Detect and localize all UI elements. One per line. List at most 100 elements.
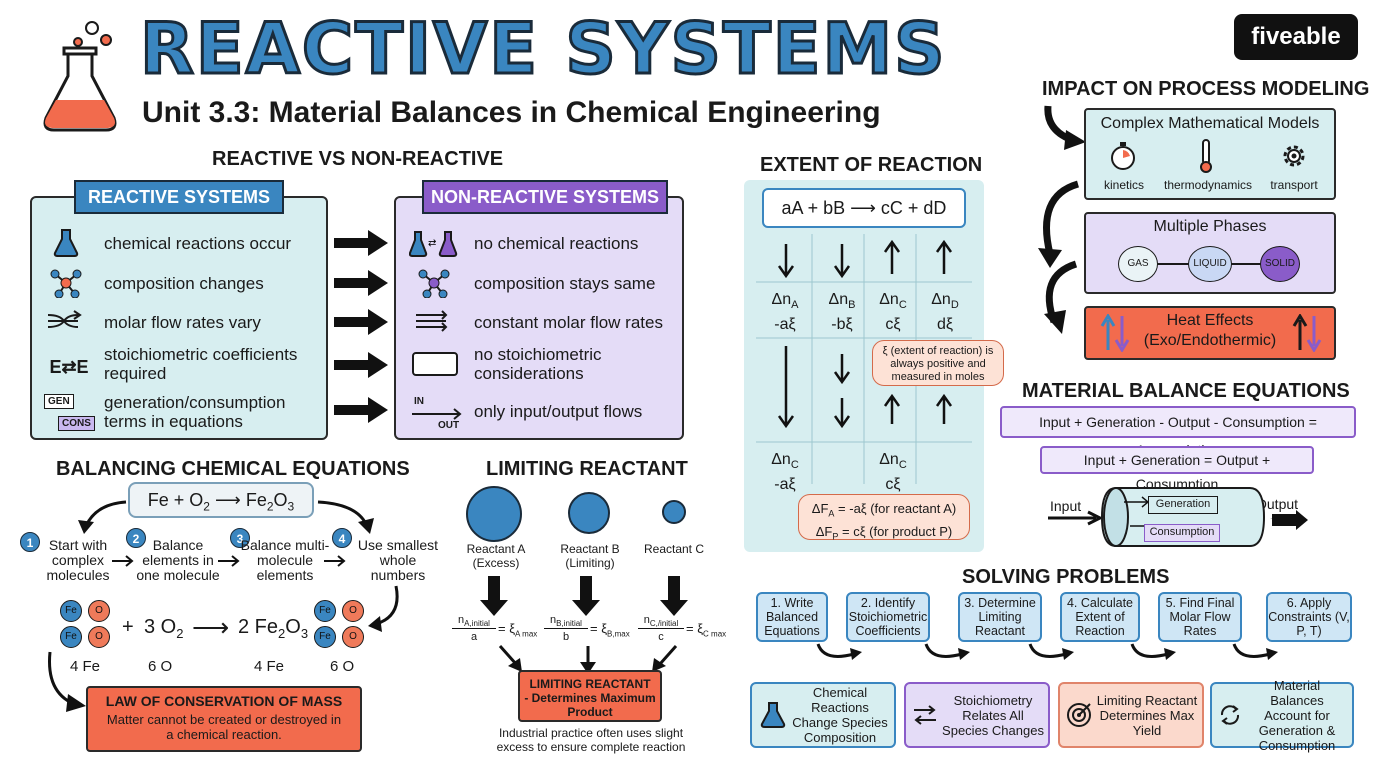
solve-step-5: 5. Find Final Molar Flow Rates	[1158, 592, 1242, 642]
reactive-item-text: chemical reactions occur	[104, 234, 292, 253]
balance-cylinder-diagram	[1048, 487, 1308, 547]
material-balance-heading: MATERIAL BALANCE EQUATIONS	[1022, 380, 1350, 402]
atom-o: O	[88, 626, 110, 648]
stopwatch-icon	[1111, 142, 1135, 170]
heat-effects-line1: Heat Effects	[1166, 312, 1254, 329]
heat-effects-box	[1084, 306, 1336, 360]
model-label-thermodynamics: thermodynamics	[1163, 178, 1253, 192]
balancing-step-1: Start with complex molecules	[46, 537, 110, 583]
summary-card-2: Stoichiometry Relates All Species Change…	[904, 682, 1050, 748]
three-o2: 3 O2	[144, 616, 184, 641]
plus-sign: +	[122, 616, 134, 638]
in-label: IN	[414, 396, 424, 407]
law-text: Matter cannot be created or destroyed in…	[106, 712, 342, 742]
extent-heading: EXTENT OF REACTION	[760, 154, 983, 176]
reactant-a-circle	[466, 486, 522, 542]
reactive-panel	[30, 196, 328, 440]
cons-tag: CONS	[58, 416, 95, 431]
balancing-heading: BALANCING CHEMICAL EQUATIONS	[56, 458, 410, 480]
limiting-converge-arrows	[498, 645, 678, 674]
atom-count: 4 Fe	[254, 658, 285, 675]
flask-logo-icon	[43, 21, 117, 132]
summary-text-1: Chemical Reactions Change Species Compos…	[792, 685, 888, 745]
reactive-item-text: stoichiometric coefficients required	[104, 345, 298, 383]
flow-arrows-icon	[46, 306, 82, 336]
output-label: Output	[1256, 496, 1299, 512]
impact-flow-arrows	[1038, 105, 1086, 334]
delta-n-a: ΔnA-aξ	[771, 291, 799, 334]
summary-text-4: Material Balances Account for Generation…	[1258, 677, 1336, 753]
phase-liquid: LIQUID	[1188, 246, 1232, 282]
atom-count: 6 O	[148, 658, 173, 675]
summary-text-3: Limiting Reactant Determines Max Yield	[1096, 692, 1198, 738]
extent-note-bubble: ξ (extent of reaction) is always positiv…	[872, 340, 1004, 386]
equilibrium-icon: E⇄E	[49, 356, 89, 377]
generation-box: Generation	[1148, 496, 1218, 514]
svg-text:⇄: ⇄	[428, 238, 436, 249]
law-title: LAW OF CONSERVATION OF MASS	[105, 693, 343, 709]
reactive-item-text: composition changes	[104, 274, 264, 293]
input-label: Input	[1050, 498, 1082, 514]
fiveable-logo[interactable]: fiveable	[1234, 14, 1358, 60]
gen-tag: GEN	[44, 394, 74, 409]
nonreactive-item-text: no chemical reactions	[474, 234, 639, 253]
thermometer-icon	[1200, 139, 1212, 173]
up-down-arrows-icon	[1100, 314, 1130, 352]
reactant-b-label: Reactant B(Limiting)	[560, 542, 620, 570]
empty-box-icon	[412, 352, 458, 376]
reactant-b-circle	[568, 492, 610, 534]
gear-icon	[1283, 145, 1305, 167]
phases-title: Multiple Phases	[1153, 218, 1267, 235]
reaction-arrow: ⟶	[192, 612, 230, 642]
step-number-4: 4	[332, 528, 352, 548]
heat-effects-line2: (Exo/Endothermic)	[1143, 332, 1277, 349]
balancing-step-3: Balance multi-molecule elements	[240, 537, 330, 583]
step-number-1: 1	[20, 532, 40, 552]
nonreactive-item-text: composition stays same	[474, 274, 656, 293]
summary-card-1: Chemical Reactions Change Species Compos…	[750, 682, 896, 748]
reactant-a-label: Reactant A(Excess)	[466, 542, 526, 570]
balancing-curve-arrows	[78, 500, 374, 534]
nonreactive-item-text: constant molar flow rates	[474, 313, 663, 332]
delta-n-b: ΔnB-bξ	[828, 291, 856, 334]
atom-o: O	[342, 600, 364, 622]
reactant-c-label: Reactant C	[643, 542, 705, 556]
step-arrows	[112, 555, 346, 567]
atom-count: 4 Fe	[70, 658, 101, 675]
step-number-2: 2	[126, 528, 146, 548]
solving-heading: SOLVING PROBLEMS	[962, 566, 1170, 588]
page-subtitle: Unit 3.3: Material Balances in Chemical …	[142, 96, 881, 129]
out-label: OUT	[438, 420, 460, 431]
exchange-arrows-icon	[914, 705, 936, 725]
reactive-item-text: generation/consumption terms in equation…	[104, 393, 286, 431]
atom-count: 6 O	[330, 658, 355, 675]
flasks-icon: ⇄	[408, 228, 460, 258]
steady-balance-equation: Input + Generation = Output + Consumptio…	[1040, 446, 1314, 492]
law-arrow	[48, 651, 86, 712]
phase-solid: SOLID	[1260, 246, 1300, 282]
reactive-vs-heading: REACTIVE VS NON-REACTIVE	[212, 148, 504, 170]
reactive-label: REACTIVE SYSTEMS	[74, 180, 284, 214]
atom-fe: Fe	[60, 626, 82, 648]
law-conservation-box: LAW OF CONSERVATION OF MASS Matter canno…	[86, 686, 362, 752]
solve-step-2: 2. Identify Stoichiometric Coefficients	[846, 592, 930, 642]
atom-o: O	[342, 626, 364, 648]
solve-step-6: 6. Apply Constraints (V, P, T)	[1266, 592, 1352, 642]
atom-o: O	[88, 600, 110, 622]
atom-fe: Fe	[314, 600, 336, 622]
atom-fe: Fe	[60, 600, 82, 622]
balancing-return-arrow	[368, 585, 399, 632]
cycle-icon	[1220, 705, 1240, 725]
gen-cons-icon: GEN CONS	[44, 394, 95, 432]
reactant-c-circle	[662, 500, 686, 524]
nonreactive-item-text: no stoichiometric considerations	[474, 345, 602, 383]
reactive-item-text: molar flow rates vary	[104, 313, 261, 332]
in-out-icon: IN OUT	[410, 396, 466, 432]
molecule-icon	[48, 268, 84, 298]
impact-heading: IMPACT ON PROCESS MODELING	[1042, 78, 1370, 100]
balancing-step-2: Balance elements in one molecule	[136, 537, 220, 583]
atom-fe: Fe	[314, 626, 336, 648]
